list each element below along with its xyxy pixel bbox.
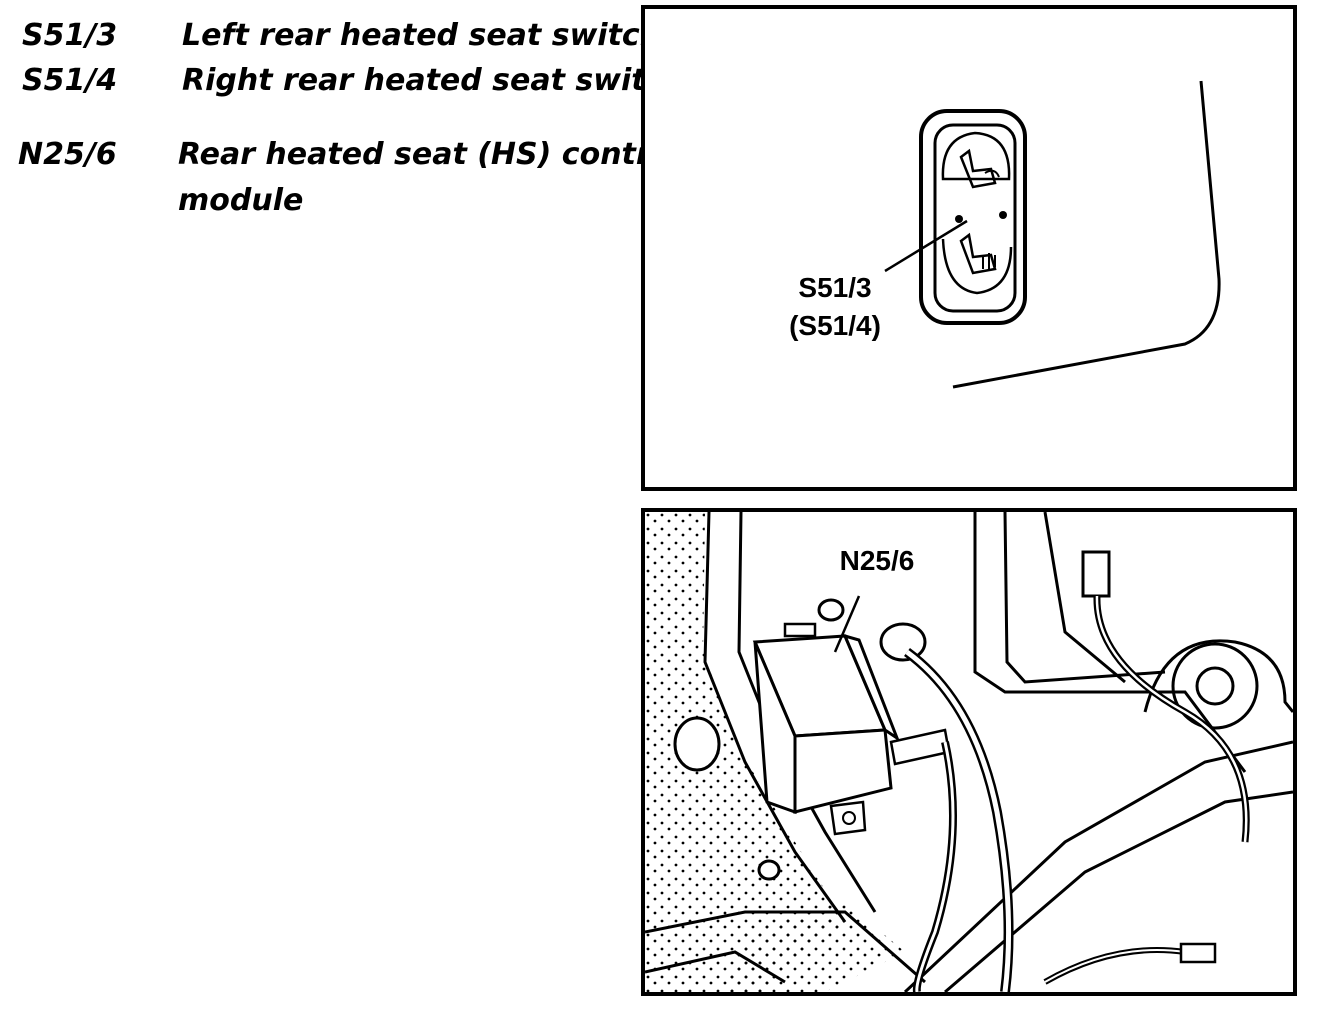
legend-label-s51-3: Left rear heated seat switch	[182, 18, 662, 53]
switch-callout-s51-4: (S51/4)	[789, 310, 881, 341]
module-callout-n25-6: N25/6	[840, 545, 915, 576]
switch-illustration: S51/3 (S51/4)	[789, 80, 1221, 389]
control-module-illustration: N25/6	[645, 512, 1293, 992]
legend-label-s51-4: Right rear heated seat switch	[182, 63, 685, 98]
legend-label-n25-6-line2: module	[178, 183, 304, 218]
switch-figure-panel: S51/3 (S51/4)	[641, 5, 1297, 491]
legend-code-n25-6: N25/6	[18, 137, 117, 172]
switch-callout-s51-3: S51/3	[798, 272, 871, 303]
module-figure-panel: N25/6	[641, 508, 1297, 996]
legend-code-s51-4: S51/4	[22, 63, 118, 98]
legend-code-s51-3: S51/3	[22, 18, 118, 53]
legend-label-n25-6-line1: Rear heated seat (HS) control	[178, 137, 682, 172]
